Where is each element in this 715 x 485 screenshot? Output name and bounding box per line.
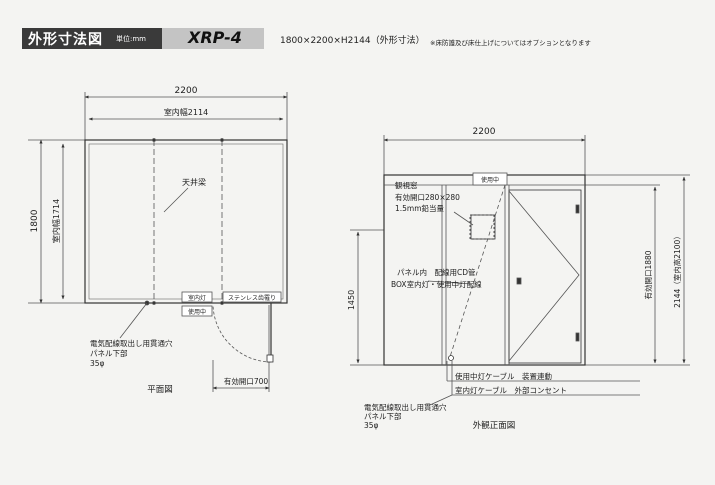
plan-inner-width-label: 室内幅2114 [164,107,208,117]
plan-cable-label-2: パネル下部 [90,348,128,358]
plan-light-box [181,291,213,303]
plan-inner-wall [88,143,284,300]
front-cable-label-2: パネル下部 [364,411,402,421]
plan-inuse-label: 使用中 [188,308,206,316]
panel-label-1: パネル内 配線用CD管 [397,267,476,277]
cable-label-b: 室内灯ケーブル 外部コンセント [455,385,567,395]
model-block: XRP-4 [162,28,264,49]
front-caption: 外観正面図 [473,420,516,431]
front-inuse-label: 使用中 [481,176,499,184]
front-top-box [472,172,508,186]
plan-inuse-box [181,305,213,317]
plan-cable-label-3: 35φ [90,359,105,368]
ceiling-beam-label: 天井梁 [182,177,206,187]
front-view [350,135,690,406]
front-cable-label-3: 35φ [364,421,379,430]
plan-door-swing [212,304,272,363]
cable-label-a: 使用中灯ケーブル 装置連動 [455,371,553,381]
plan-stainless-box [222,291,282,303]
plan-width-label: 2200 [175,86,198,96]
plan-inner-depth-label: 室内幅1714 [51,199,61,243]
front-height-label: 2144（室内高2100） [672,232,682,308]
front-opening-label: 有効開口1880 [643,250,653,299]
unit-label: 単位:mm [116,35,146,43]
plan-light-label: 室内灯 [188,294,206,302]
spec-text: 1800×2200×H2144（外形寸法） [280,36,425,46]
window-label-2: 有効開口280×280 [395,192,460,202]
cd-conduit [448,184,506,361]
front-door-swing [508,190,580,362]
note-text: ※床防護及び床仕上げについてはオプションとなります [430,39,591,47]
panel-label-2: BOX室内灯・使用中灯配線 [391,279,482,289]
model-name: XRP-4 [188,28,242,47]
front-door [508,189,582,364]
front-lower-label: 1450 [347,290,356,310]
window-label-3: 1.5mm鉛当量 [395,203,445,213]
plan-stainless-label: ステンレス齿罹り [228,294,276,302]
header-title-block: 外形寸法図 単位:mm [22,28,162,49]
plan-depth-label: 1800 [30,209,40,232]
plan-view [28,92,288,392]
plan-caption: 平面図 [147,385,173,395]
page-title: 外形寸法図 [28,32,103,48]
front-width-label: 2200 [473,127,496,137]
window-label-1: 観視窓 [395,180,418,190]
plan-outer-wall [84,139,288,304]
front-cable-label-1: 電気配線取出し用貫通穴 [364,402,447,412]
plan-cable-label-1: 電気配線取出し用貫通穴 [90,338,173,348]
plan-door-label: 有効開口700 [224,376,269,386]
